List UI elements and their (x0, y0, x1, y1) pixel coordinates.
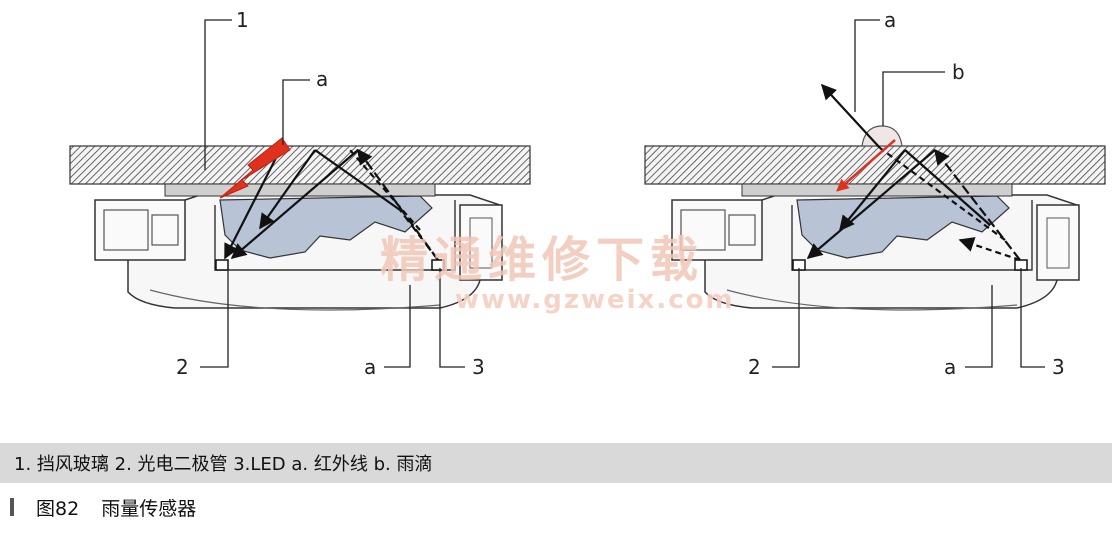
figure-number: 图82 (36, 497, 80, 520)
label-led-right: 3 (1052, 355, 1065, 379)
watermark-url: www.gzweix.com (455, 285, 735, 315)
windshield (69, 145, 531, 185)
label-ir-bottom-right: a (944, 355, 956, 379)
windshield-right (644, 145, 1106, 185)
right-diagram: a b 2 a 3 (644, 8, 1106, 379)
external-light-arrow-right (836, 139, 896, 192)
label-led: 3 (472, 355, 485, 379)
label-photodiode-right: 2 (748, 355, 761, 379)
legend-bar: 1. 挡风玻璃 2. 光电二极管 3.LED a. 红外线 b. 雨滴 (0, 443, 1112, 483)
label-photodiode: 2 (176, 355, 189, 379)
photodiode (215, 259, 229, 271)
label-ir-top: a (316, 67, 328, 91)
label-windshield: 1 (236, 8, 249, 32)
left-diagram: 1 a 2 a 3 (69, 8, 531, 379)
external-light-arrow (219, 137, 291, 199)
figure-title: 雨量传感器 (101, 497, 197, 520)
label-raindrop: b (952, 60, 965, 84)
rain-sensor-diagram: 1 a 2 a 3 (69, 8, 1106, 379)
label-ir-top-right: a (884, 8, 896, 32)
connector-block (94, 199, 186, 261)
label-ir-bottom: a (364, 355, 376, 379)
legend-text: 1. 挡风玻璃 2. 光电二极管 3.LED a. 红外线 b. 雨滴 (14, 454, 433, 475)
ir-paths-right (806, 83, 1021, 262)
caption-marker (10, 498, 14, 516)
watermark-text: 精通维修下载 (380, 232, 704, 288)
ir-paths (224, 148, 439, 261)
sensor-base-curve (149, 289, 441, 311)
figure-caption: 图82 雨量传感器 (0, 492, 1112, 522)
